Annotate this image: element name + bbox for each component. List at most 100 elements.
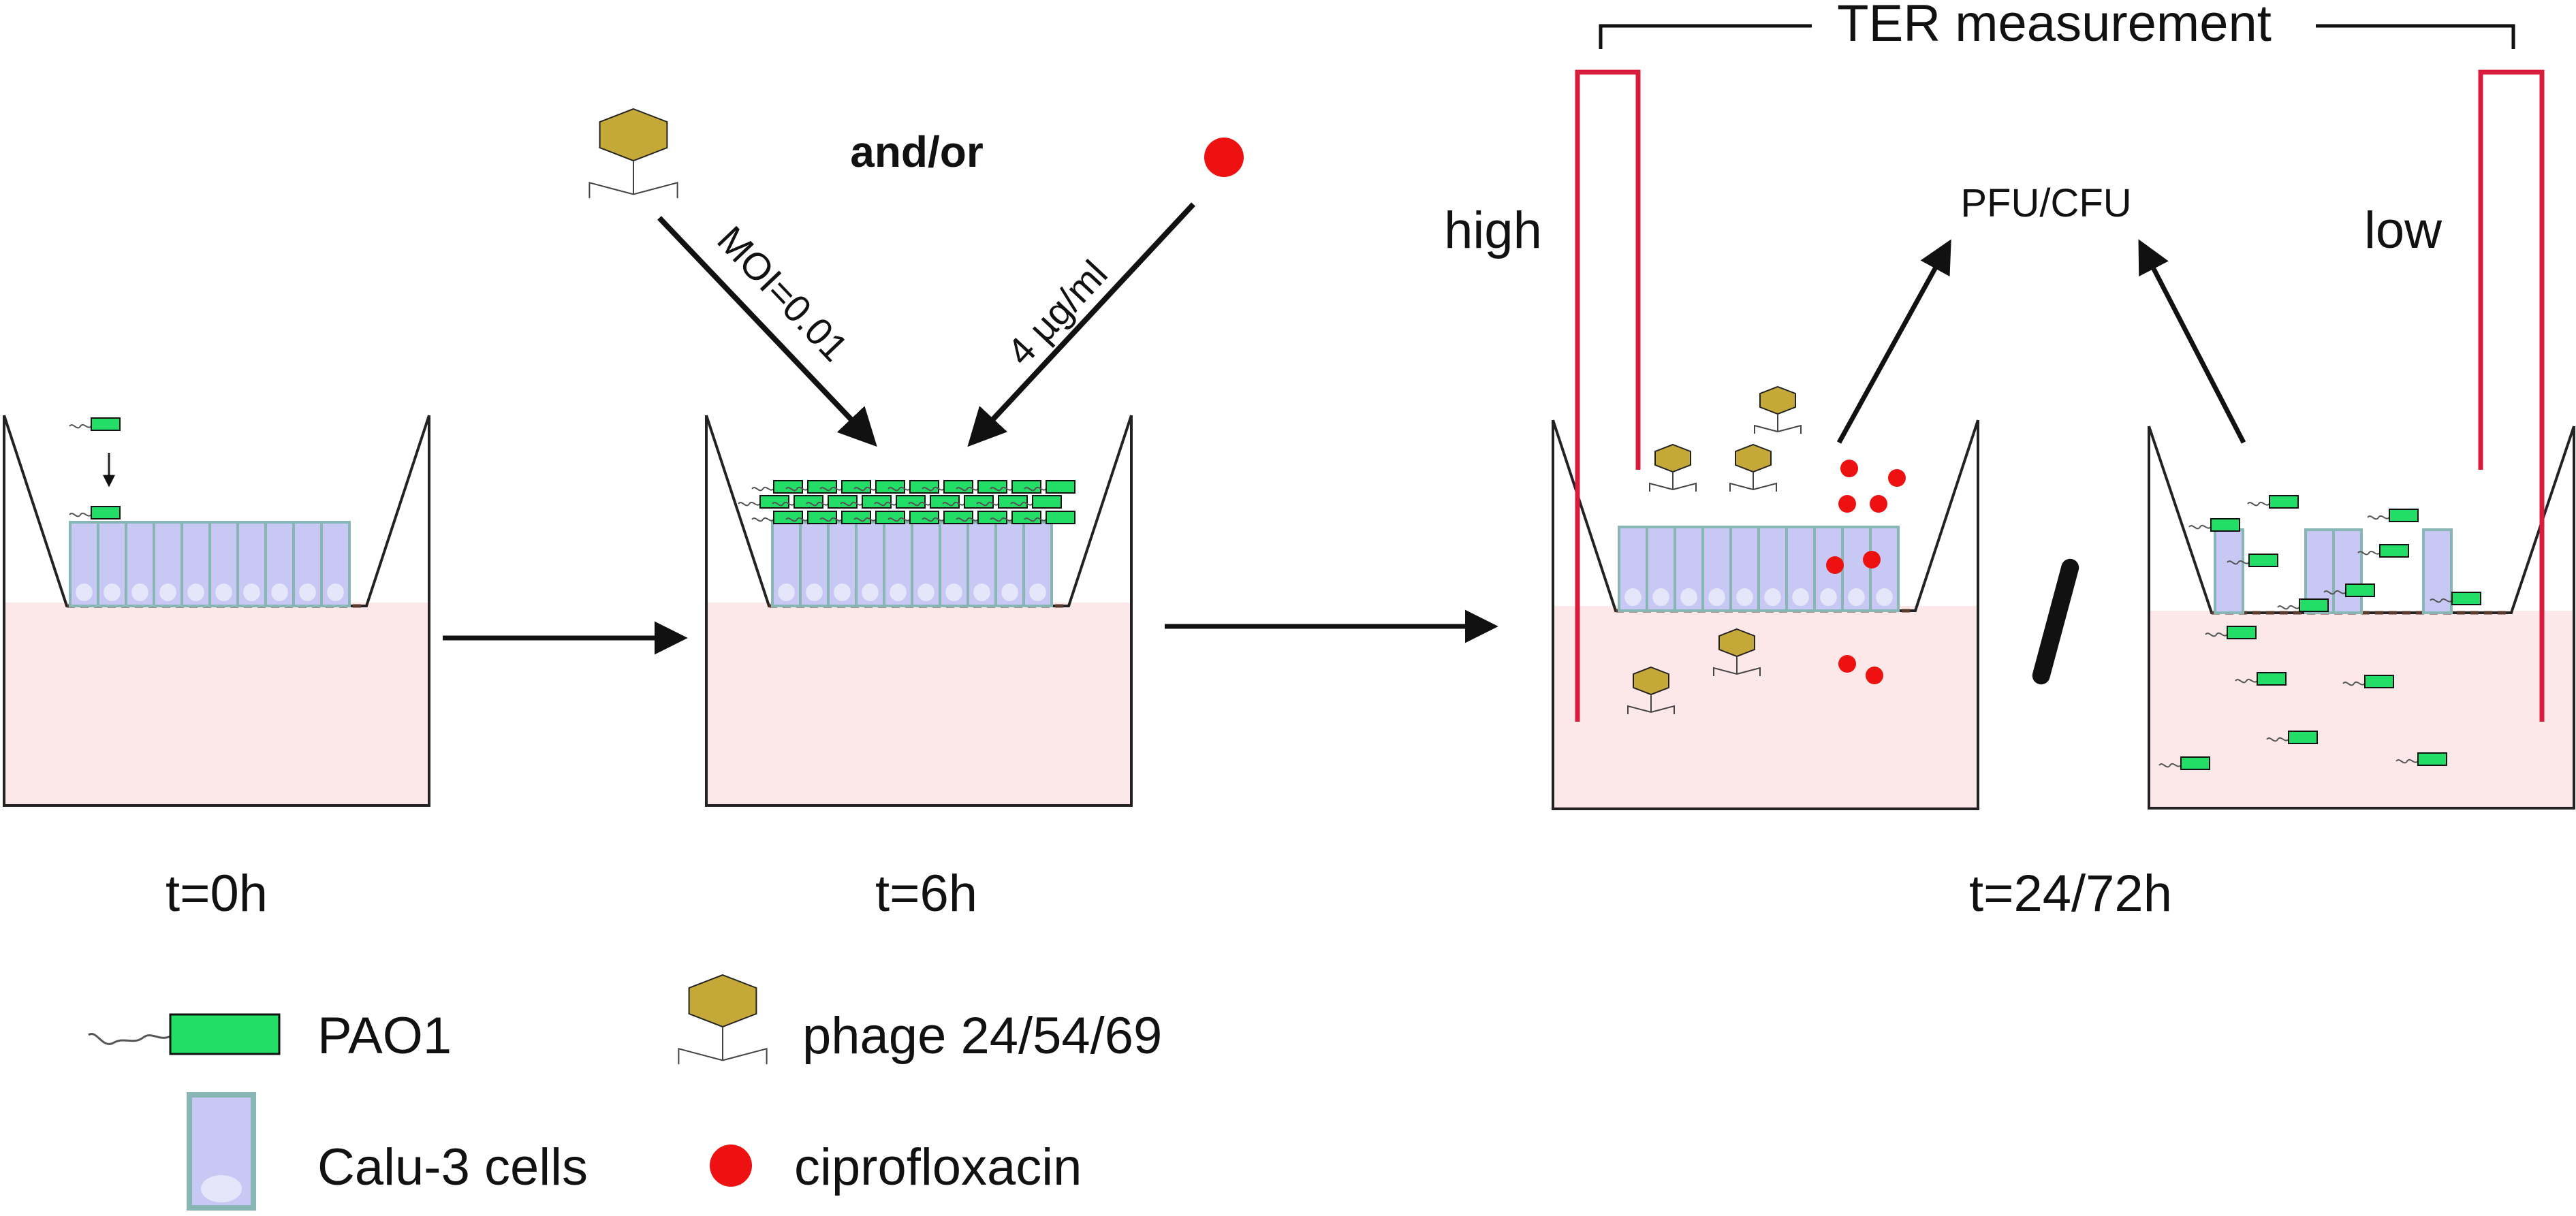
pao1-bacterium <box>2188 518 2240 532</box>
pao1-flagellum <box>888 517 911 522</box>
pao1-flagellum <box>2277 605 2300 610</box>
pao1-flagellum <box>806 501 829 507</box>
pao1-flagellum <box>751 486 774 492</box>
calu3-nucleus <box>806 583 823 601</box>
ciprofloxacin-dot <box>1838 495 1856 513</box>
pao1-body <box>828 495 858 509</box>
pao1-body <box>841 480 871 494</box>
timepoint-label: t=6h <box>875 865 977 923</box>
phage-tail-fibers <box>1649 482 1697 492</box>
calu3-nucleus <box>299 583 316 601</box>
pao1-flagellum <box>69 423 92 429</box>
calu3-nucleus <box>1001 583 1018 601</box>
ter-label: TER measurement <box>1837 0 2272 52</box>
ciprofloxacin-dot <box>1863 551 1881 569</box>
pao1-body <box>875 511 905 524</box>
pao1-body <box>773 511 803 524</box>
pao1-flagellum <box>785 486 808 492</box>
pao1-bacterium <box>2235 672 2287 686</box>
well-outline <box>1552 420 1979 810</box>
calu3-nucleus <box>1708 588 1725 606</box>
pao1-flagellum <box>840 501 863 507</box>
phage-capsid <box>1735 443 1772 473</box>
calu3-monolayer <box>1618 526 1900 612</box>
calu3-nucleus <box>1680 588 1697 606</box>
calu3-nucleus <box>271 583 288 601</box>
ciprofloxacin-arrow <box>967 202 1195 447</box>
well-outline <box>2148 426 2575 810</box>
pao1-body <box>91 417 121 431</box>
phage-capsid <box>1718 628 1755 658</box>
pao1-flagellum <box>942 501 965 507</box>
ciprofloxacin-icon <box>710 1145 752 1187</box>
ciprofloxacin-dot <box>1838 655 1856 673</box>
calu3-nucleus <box>1876 588 1893 606</box>
calu3-nucleus <box>917 583 934 601</box>
pao1-body <box>2180 756 2210 770</box>
pao1-body <box>964 495 994 509</box>
pao1-flagellum <box>853 486 877 492</box>
pao1-flagellum <box>2188 524 2212 530</box>
pao1-body <box>807 511 837 524</box>
pao1-body <box>2379 544 2409 558</box>
legend-calu3-label: Calu-3 cells <box>317 1138 588 1196</box>
phage-icon <box>588 108 678 199</box>
pao1-flagellum <box>819 517 843 522</box>
pao1-body <box>1046 511 1075 524</box>
phage-capsid <box>1654 443 1691 473</box>
legend-pao1: PAO1 <box>88 1007 452 1065</box>
pao1-flagellum <box>2430 598 2453 603</box>
pao1-colonisation <box>751 480 1075 494</box>
phage-icon <box>1649 443 1697 492</box>
pao1-body <box>773 480 803 494</box>
pao1-body <box>807 480 837 494</box>
pao1-flagellum <box>1010 501 1033 507</box>
pao1-bacterium <box>2357 544 2409 558</box>
pao1-flagellum <box>853 517 877 522</box>
ter-electrode <box>2478 69 2545 722</box>
phage-tail-fibers <box>678 1048 768 1065</box>
cipro-dose-label: 4 µg/ml <box>999 252 1116 373</box>
phage-arrow <box>657 216 877 447</box>
pao1-flagellum <box>956 486 979 492</box>
calu3-nucleus <box>862 583 879 601</box>
pao1-flagellum <box>2247 501 2270 507</box>
well-outline <box>705 415 1133 807</box>
ter-low-label: low <box>2364 202 2443 259</box>
pao1-body <box>2269 495 2299 509</box>
calu3-nucleus <box>1029 583 1046 601</box>
calu3-nucleus <box>890 583 907 601</box>
pao1-flagellum-icon <box>88 1033 171 1045</box>
pao1-body <box>794 495 823 509</box>
calu3-nucleus <box>1736 588 1753 606</box>
ciprofloxacin-dot <box>1870 495 1887 513</box>
pao1-flagellum <box>922 517 945 522</box>
legend-cipro: ciprofloxacin <box>710 1138 1082 1196</box>
phage-capsid <box>599 108 668 162</box>
timepoint-label: t=0h <box>166 865 268 923</box>
pao1-flagellum <box>990 486 1013 492</box>
phage-icon <box>678 974 768 1065</box>
pao1-flagellum <box>908 501 931 507</box>
pao1-bacterium <box>2277 598 2329 612</box>
phage-icon <box>1754 385 1802 434</box>
pao1-body <box>2345 583 2375 597</box>
pao1-body <box>1011 480 1041 494</box>
pao1-flagellum <box>772 501 795 507</box>
culture-medium <box>1553 606 1978 809</box>
phage-tail-fibers <box>1713 667 1761 676</box>
pao1-bacterium <box>2430 592 2481 605</box>
phage-capsid <box>688 974 757 1028</box>
culture-medium <box>2149 611 2574 808</box>
calu3-nucleus-icon <box>201 1175 242 1202</box>
pao1-bacterium <box>2323 583 2375 597</box>
legend-calu3: Calu-3 cells <box>187 1092 588 1211</box>
pao1-body <box>2227 626 2257 639</box>
legend-cipro-label: ciprofloxacin <box>794 1138 1082 1196</box>
well-t6 <box>705 415 1133 807</box>
pao1-flagellum <box>2323 590 2346 595</box>
timepoint-label: t=24/72h <box>1969 865 2172 923</box>
pao1-body <box>862 495 892 509</box>
outcome-separator <box>2032 558 2079 685</box>
